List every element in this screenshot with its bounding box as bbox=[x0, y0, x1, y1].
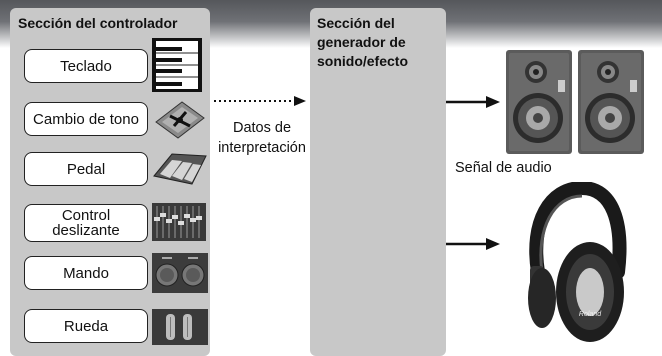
speaker-left-icon bbox=[506, 50, 572, 154]
controller-section-title: Sección del controlador bbox=[18, 15, 178, 31]
controller-item-slider: Control deslizante bbox=[24, 204, 148, 242]
controller-item-knob: Mando bbox=[24, 256, 148, 290]
controller-item-label: Pedal bbox=[66, 160, 106, 178]
performance-data-arrow bbox=[214, 96, 306, 106]
pedal-icon bbox=[152, 146, 208, 190]
controller-item-label: Mando bbox=[63, 264, 109, 282]
performance-data-label: Datos de interpretación bbox=[218, 120, 306, 156]
controller-item-pitch-bend: Cambio de tono bbox=[24, 102, 148, 136]
speaker-output-arrow bbox=[446, 96, 500, 108]
headphones-icon: Roland bbox=[528, 182, 627, 342]
headphone-brand-logo: Roland bbox=[579, 311, 602, 318]
controller-item-label: Control deslizante bbox=[52, 207, 120, 239]
controller-item-label: Teclado bbox=[60, 57, 112, 75]
speaker-right-icon bbox=[578, 50, 644, 154]
controller-item-pedal: Pedal bbox=[24, 152, 148, 186]
controller-item-wheel: Rueda bbox=[24, 309, 148, 343]
knob-icon bbox=[152, 253, 208, 293]
pitch-bend-icon bbox=[152, 98, 206, 140]
controller-item-label: Cambio de tono bbox=[33, 110, 139, 128]
headphone-output-arrow bbox=[446, 238, 500, 250]
controller-item-label: Rueda bbox=[63, 317, 109, 335]
generator-section-title: Sección del generador de sonido/efecto bbox=[317, 15, 409, 69]
slider-icon bbox=[152, 203, 206, 241]
audio-signal-label: Señal de audio bbox=[455, 160, 552, 176]
keyboard-icon bbox=[152, 38, 202, 92]
wheel-icon bbox=[152, 309, 208, 345]
controller-item-keyboard: Teclado bbox=[24, 49, 148, 83]
generator-section-panel bbox=[310, 8, 446, 356]
